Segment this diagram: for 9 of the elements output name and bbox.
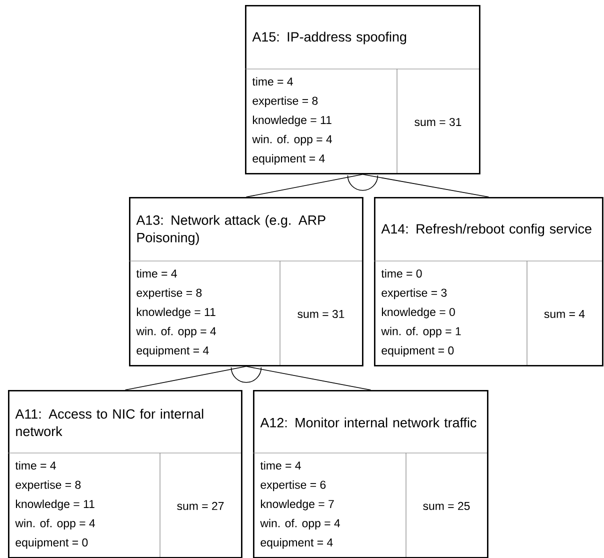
attack-box: A12: Monitor internal network traffic time = 4 expertise = 6 knowledge = 7 win. of. opp = 4 equipment = 4 sum = 25	[252, 390, 488, 558]
connector-line	[362, 174, 490, 198]
attack-box: A14: Refresh/reboot config service time = 0 expertise = 3 knowledge = 0 win. of. opp = 1 equipment = 0 sum = 4	[374, 197, 604, 366]
attack-box: A13: Network attack (e.g. ARP Poisoning) time = 4 expertise = 8 knowledge = 11 win. of. opp = 4 equipment = 4 sum = 31	[128, 197, 364, 366]
attack-box: A11: Access to NIC for internal network time = 4 expertise = 8 knowledge = 11 win. of. opp = 4 equipment = 0 sum = 27	[8, 390, 242, 558]
connector-line	[246, 174, 364, 198]
connector-line	[246, 366, 372, 390]
connector-line	[124, 366, 247, 390]
attack-box: A15: IP-address spoofing time = 4 expertise = 8 knowledge = 11 win. of. opp = 4 equipment = 4 sum = 31	[244, 5, 480, 174]
